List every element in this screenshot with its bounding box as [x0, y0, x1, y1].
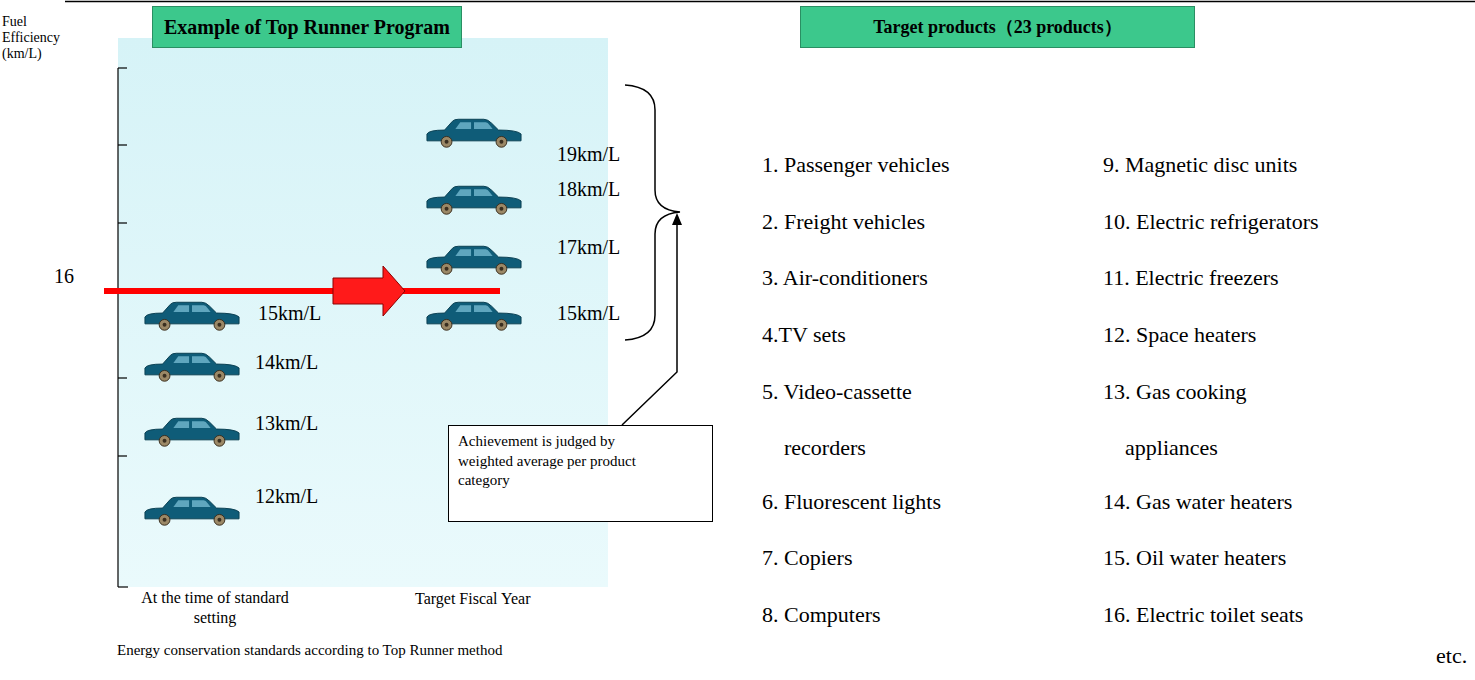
list-item: 10. Electric refrigerators — [1103, 194, 1319, 250]
list-item: 9. Magnetic disc units — [1103, 137, 1297, 193]
list-item: 6. Fluorescent lights — [762, 474, 941, 530]
note: etc. — [1436, 643, 1467, 669]
brace — [625, 85, 680, 340]
value-label: 15km/L — [258, 302, 321, 325]
list-item: 8. Computers — [762, 587, 881, 643]
block-arrow — [333, 266, 405, 316]
value-label: 17km/L — [557, 236, 620, 259]
value-label: 12km/L — [255, 485, 318, 508]
list-item: 13. Gas cooking appliances — [1103, 364, 1293, 476]
list-item: 11. Electric freezers — [1103, 250, 1279, 306]
list-item: 12. Space heaters — [1103, 307, 1256, 363]
list-item: 4.TV sets — [762, 307, 846, 363]
box-text: Target products（23 products） — [873, 15, 1122, 39]
axes — [118, 68, 128, 587]
axis-category: At the time of standard setting — [140, 588, 290, 628]
value-label: 18km/L — [557, 178, 620, 201]
list-item: 2. Freight vehicles — [762, 194, 925, 250]
list-item: 1. Passenger vehicles — [762, 137, 950, 193]
axis-label: Fuel Efficiency (km/L) — [2, 14, 74, 62]
list-item: 16. Electric toilet seats — [1103, 587, 1303, 643]
caption-note: Energy conservation standards according … — [117, 642, 502, 659]
box-text: Achievement is judged by weighted averag… — [458, 432, 643, 491]
title-box: Example of Top Runner Program — [152, 6, 462, 48]
axis-category: Target Fiscal Year — [415, 590, 530, 608]
list-item: 14. Gas water heaters — [1103, 474, 1292, 530]
title-box: Target products（23 products） — [800, 6, 1195, 48]
box-text: Example of Top Runner Program — [164, 16, 450, 39]
value-label: 19km/L — [557, 143, 620, 166]
standard-line — [104, 288, 500, 294]
axis-value: 16 — [54, 265, 74, 288]
list-item: 5. Video-cassette recorders — [762, 364, 962, 476]
list-item: 15. Oil water heaters — [1103, 530, 1286, 586]
list-item: 3. Air-conditioners — [762, 250, 928, 306]
value-label: 14km/L — [255, 351, 318, 374]
leader-line — [622, 222, 677, 425]
callout-box: Achievement is judged by weighted averag… — [448, 425, 713, 522]
top-rule — [65, 1, 1475, 3]
leader-arrowhead — [672, 213, 682, 225]
value-label: 15km/L — [557, 302, 620, 325]
value-label: 13km/L — [255, 412, 318, 435]
list-item: 7. Copiers — [762, 530, 852, 586]
